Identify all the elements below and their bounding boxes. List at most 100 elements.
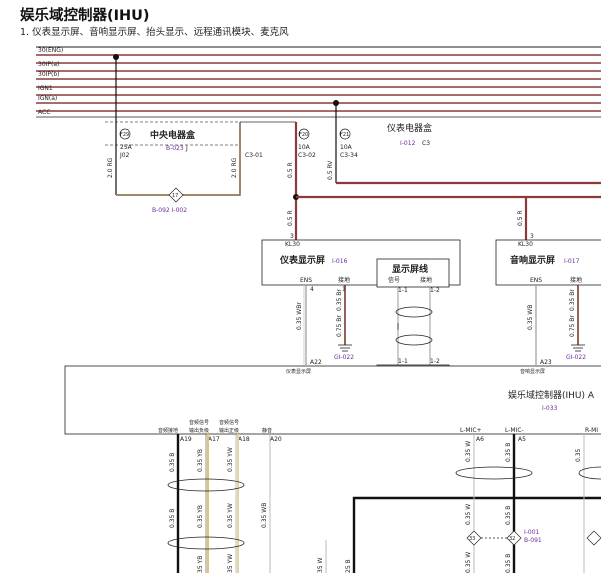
rail-label: 30IP(a) — [38, 61, 59, 68]
wire-label: 0.35 B — [169, 509, 176, 528]
fuse-icon — [339, 128, 351, 140]
wire-label: 0.5 R — [287, 210, 294, 226]
wire-label: 35 YB — [197, 556, 204, 573]
ip-box: 仪表电器盒 I-012 C3 F20 10A C3-02 0.5 R F21 1… — [287, 100, 601, 260]
fuse-id: F20 — [299, 132, 308, 138]
splice-17: 17 B-092 I-002 — [152, 187, 187, 214]
rail-label: IGN(a) — [38, 95, 57, 102]
fuse-id: F21 — [340, 132, 349, 138]
fuse-amp: 25A — [120, 144, 133, 151]
wire-label: 0.35 B — [505, 506, 512, 525]
wire-label: 0.5 RV — [327, 160, 334, 180]
splice-id: 17 — [172, 193, 178, 199]
audio-ref: I-017 — [564, 258, 580, 265]
rail-label: IGN1 — [38, 85, 53, 92]
wire-label: 35 W — [317, 557, 324, 573]
wire-label: 0.75 Br — [569, 315, 576, 337]
pin-label: L-MIC+ — [460, 427, 482, 434]
rail-label: 30IP(b) — [38, 71, 60, 78]
fuse-id: F29 — [120, 132, 129, 138]
display-cable-coax — [395, 287, 433, 365]
r-feed: 0.5 R 0.5 R — [287, 194, 601, 240]
audio-display: 3 KL30 音响显示屏 I-017 ENS 接地 0.35 WB 0.35 B… — [495, 233, 601, 365]
rail-label: ACC — [38, 109, 50, 116]
wire-label: 0.35 W — [465, 552, 472, 573]
wire-label: 0.35 Br — [569, 289, 576, 311]
display-cable-top: 显示屏线 信号 接地 1-1 1-2 — [376, 258, 450, 294]
pin-no: 3 — [290, 233, 294, 240]
pin-label: 音频信号 — [219, 419, 239, 426]
pin-label: 接地 — [338, 276, 350, 284]
pin-no: 1-1 — [398, 358, 408, 365]
wire-label: 0.35 W — [465, 504, 472, 525]
pin-label: 接地 — [420, 276, 432, 284]
pin-no: A19 — [180, 436, 192, 443]
wire-label: 0.35 WB — [261, 503, 268, 528]
wire-label: 0.35 B — [505, 443, 512, 462]
rail-label: 30(ENG) — [38, 47, 63, 54]
pin-label: 信号 — [388, 276, 400, 284]
pin-label: 静音 — [262, 427, 272, 434]
ihu-ref: I-033 — [542, 405, 558, 412]
pin-no: 3 — [530, 233, 534, 240]
pin-label: 音频信号 — [189, 419, 209, 426]
wire-label: 25 B — [345, 559, 352, 573]
splice-id: 32 — [509, 536, 515, 542]
wire-label: 0.35 WB — [527, 305, 534, 330]
wire-label: 0.5 R — [517, 210, 524, 226]
pin-label: 音频接地 — [158, 427, 178, 434]
splice-refs: B-092 I-002 — [152, 207, 187, 214]
splice-ref: B-091 — [524, 537, 542, 544]
rg-wire: 2.0 RG C3-01 — [116, 121, 296, 196]
wire-label: 2.0 RG — [107, 157, 114, 178]
page-subtitle: 1. 仪表显示屏、音响显示屏、抬头显示、远程通讯模块、麦克风 — [20, 27, 289, 38]
wire-label: 35 YW — [227, 554, 234, 573]
wire-label: 0.75 Br — [336, 315, 343, 337]
page-title: 娱乐域控制器(IHU) — [20, 8, 150, 24]
pin-no: 1 — [342, 286, 346, 293]
ip-box-name: 仪表电器盒 — [387, 122, 432, 134]
pin-no: A17 — [208, 436, 220, 443]
central-box-name: 中央电器盒 — [150, 129, 196, 141]
pin-label: 输出正级 — [219, 427, 239, 434]
pin-label: J02 — [119, 152, 130, 159]
wire-label: 2.0 RG — [231, 157, 238, 178]
pin-label: C3-02 — [298, 152, 316, 159]
fuse-amp: 10A — [340, 144, 353, 151]
ip-box-ref: I-012 — [400, 140, 416, 147]
pin-no: A18 — [238, 436, 250, 443]
wire-label: 0.35 B — [169, 453, 176, 472]
pin-no: A20 — [270, 436, 282, 443]
audio-name: 音响显示屏 — [510, 254, 555, 266]
pin-label: KL30 — [285, 241, 300, 248]
cluster-wires: 0.35 WBr 0.35 Br 0.75 Br GI-022 — [296, 285, 354, 365]
pin-label: 接地 — [570, 276, 582, 284]
fuse-icon — [119, 128, 131, 140]
wire-label: 0.35 W — [465, 441, 472, 462]
pin-label: C3-01 — [245, 152, 263, 159]
central-box-ref: B-023 — [166, 145, 184, 152]
ihu-controller: A22 仪表显示屏 A23 音响显示屏 娱乐域控制器(IHU) A I-033 … — [64, 359, 601, 443]
wire-label: 0.35 Br — [336, 289, 343, 311]
pin-no: A5 — [518, 436, 526, 443]
fuse-icon — [298, 128, 310, 140]
pin-label: 输出负级 — [189, 427, 209, 434]
wire-label: 0.35 YB — [197, 505, 204, 528]
pin-label: 音响显示屏 — [520, 368, 545, 375]
power-rails: 30(ENG) 30IP(a) 30IP(b) IGN1 IGN(a) ACC — [36, 46, 601, 118]
wire-label: 0.35 YW — [227, 503, 234, 528]
wire-label: 0.35 YW — [227, 447, 234, 472]
wire-label: 0.35 WBr — [296, 302, 303, 330]
pin-label: L-MIC- — [505, 427, 524, 434]
central-box-conn: J — [185, 145, 188, 152]
wire-label: 0.5 R — [287, 162, 294, 178]
fuse-amp: 10A — [298, 144, 311, 151]
pin-no: 1-2 — [430, 358, 440, 365]
pin-no: 1-2 — [430, 287, 440, 294]
splice-ref: I-001 — [524, 529, 540, 536]
lower-wires: 0.35 B 0.35 YB 0.35 YW 0.35 WB 0.35 B 0.… — [167, 434, 601, 573]
pin-label: C3-34 — [340, 152, 358, 159]
pin-no: A6 — [476, 436, 484, 443]
pin-no: A23 — [540, 359, 552, 366]
